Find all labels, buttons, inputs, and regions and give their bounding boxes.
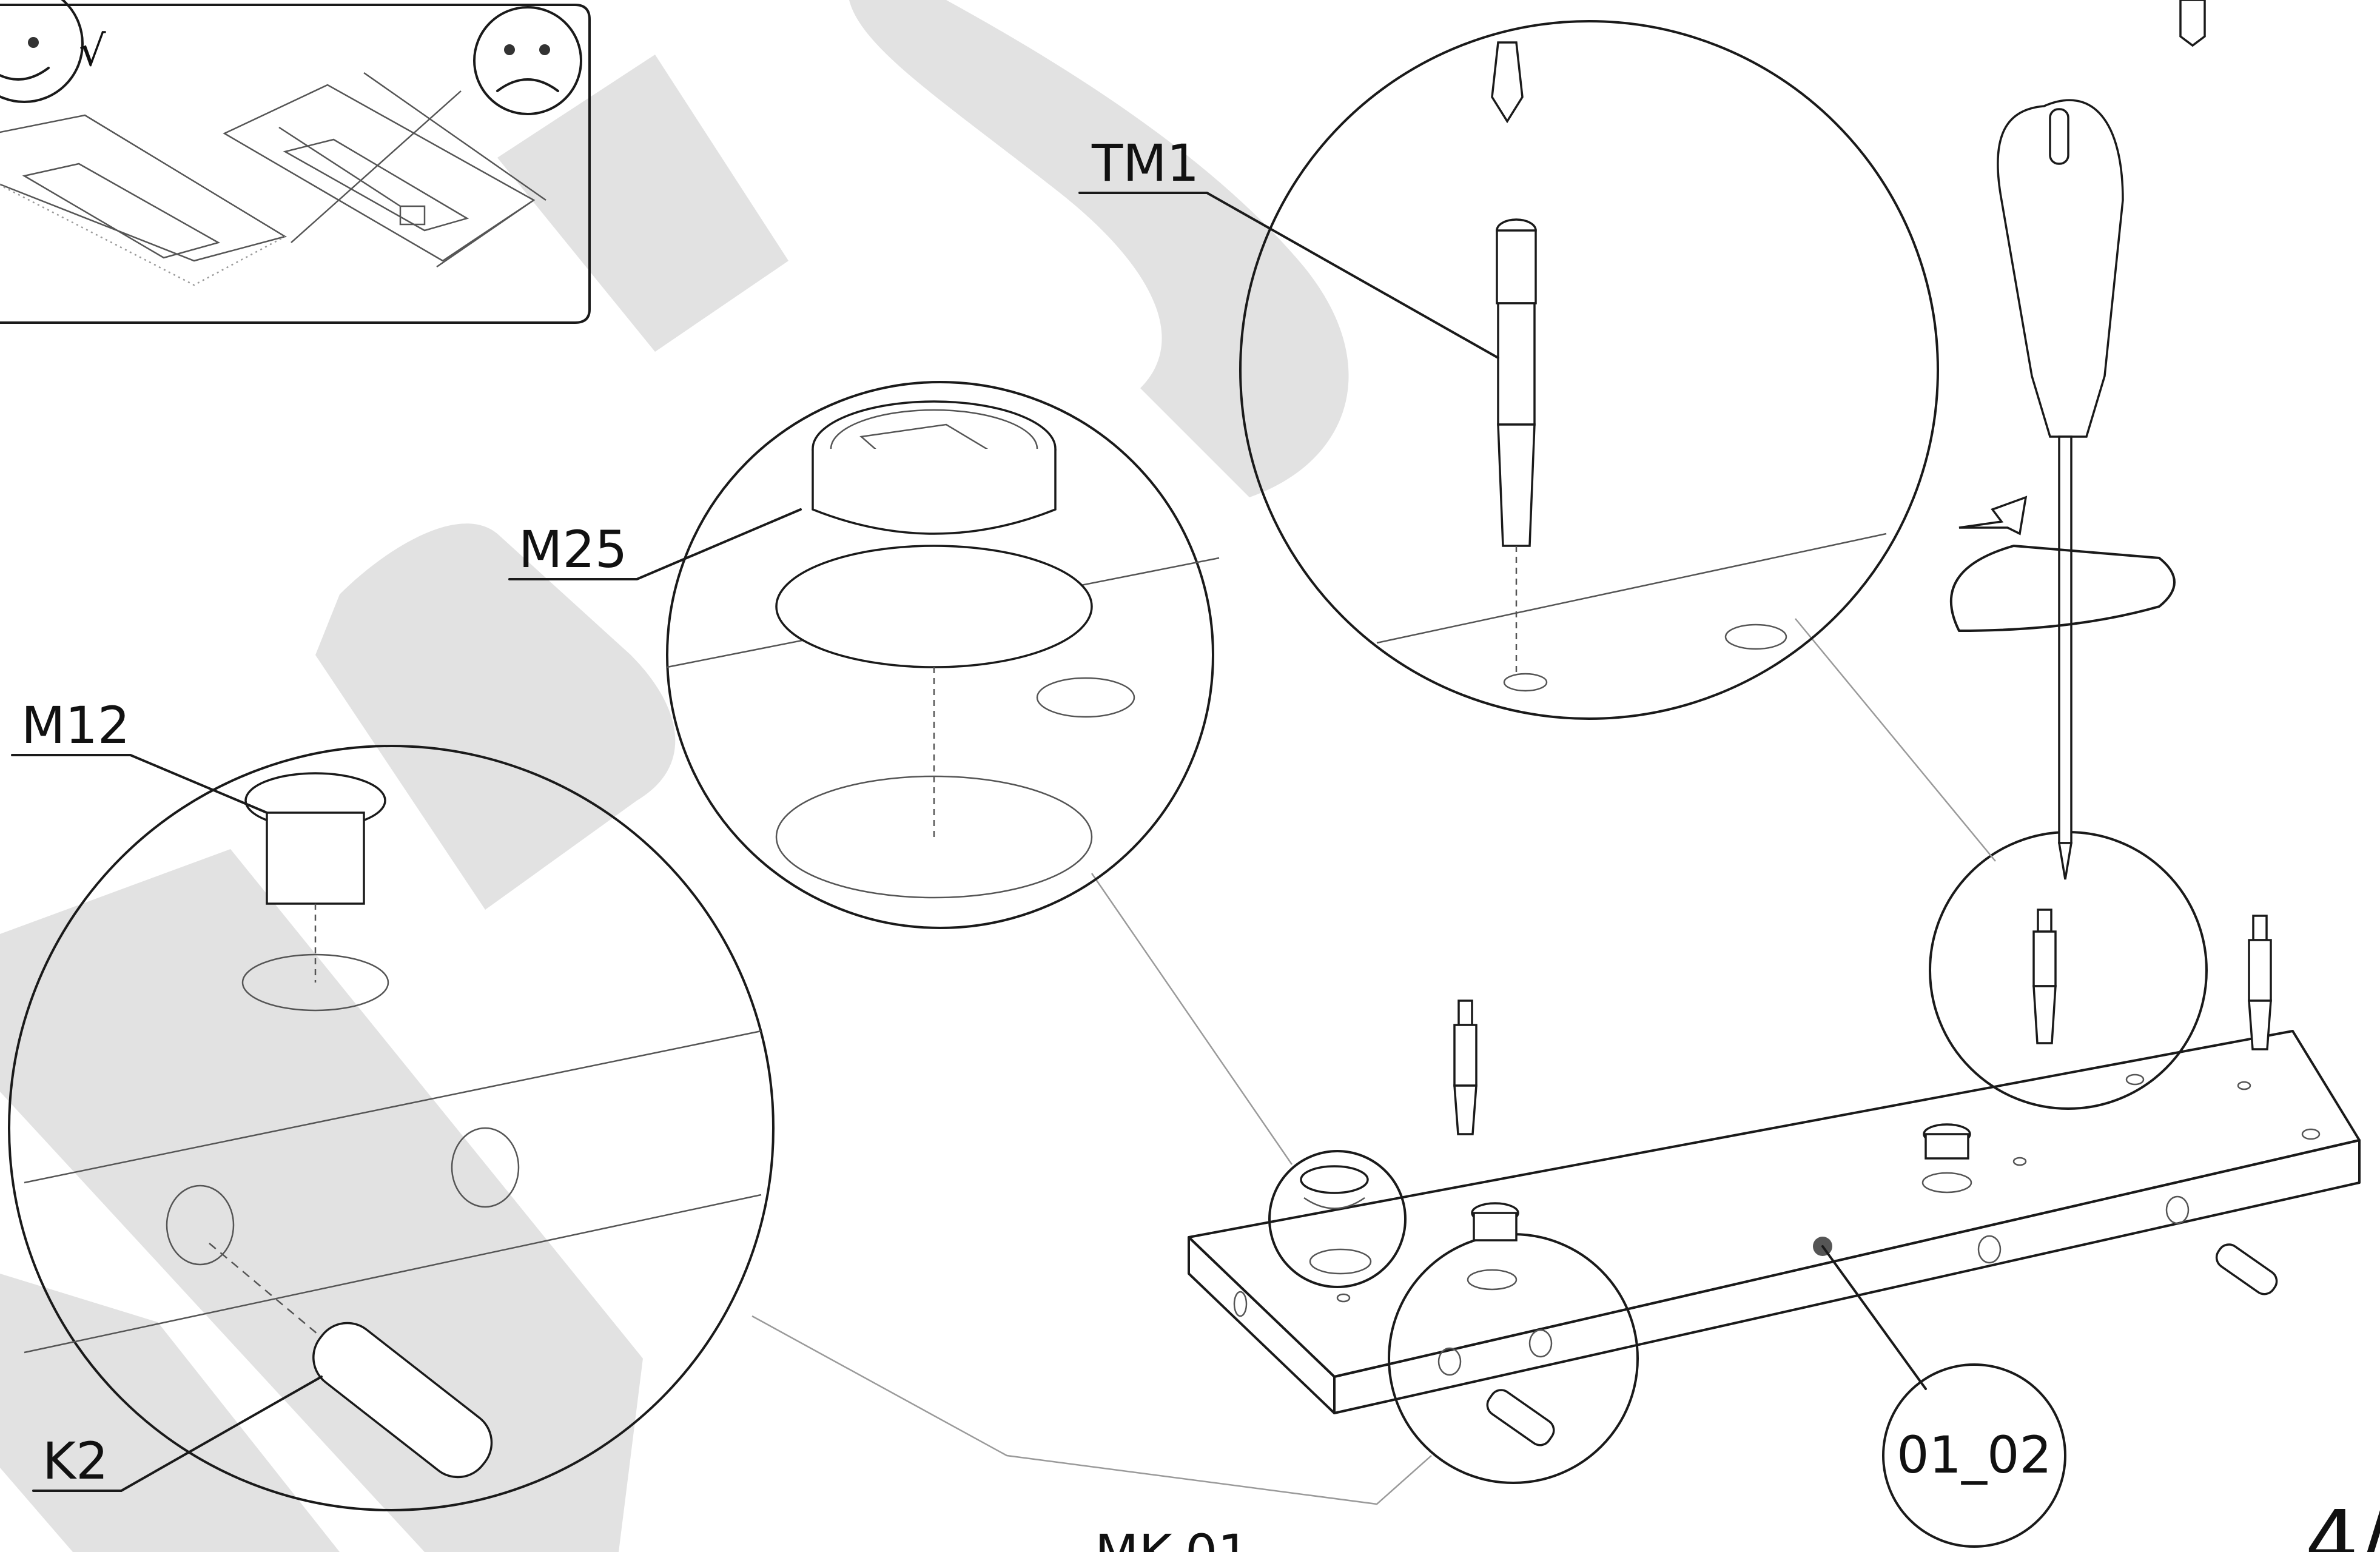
dowel-right [2215, 1243, 2278, 1295]
bad-surface-sketch [223, 72, 546, 268]
watermark [0, 0, 1349, 1552]
label-m12: M12 [11, 696, 268, 814]
smiley-icon [0, 0, 84, 103]
svg-text:M12: M12 [21, 696, 130, 755]
cam-bolt-left [1453, 999, 1477, 1135]
svg-text:K2: K2 [42, 1431, 109, 1491]
cam-lock-on-panel [1923, 1123, 1971, 1160]
cam-bolt-right [2248, 915, 2272, 1050]
page-number: 4/ [2305, 1493, 2380, 1552]
screwdriver-icon [1949, 99, 2176, 880]
detail-circle-tm1 [1239, 20, 1939, 720]
leader-lines [751, 618, 1996, 1505]
panel-01-02 [1188, 1030, 2361, 1414]
detail-circle-m12-k2 [8, 745, 775, 1511]
label-k2: K2 [32, 1376, 323, 1492]
detail-circle-cam-small [1388, 1202, 1639, 1484]
svg-text:01_02: 01_02 [1897, 1425, 2052, 1485]
check-mark: √ [79, 26, 106, 76]
detail-circle-m25 [666, 381, 1220, 929]
label-panel-01-02: 01_02 [1882, 1363, 2066, 1548]
detail-circle-screw-small [1929, 831, 2208, 1110]
good-surface-sketch [0, 114, 287, 286]
label-m25: M25 [508, 508, 802, 580]
model-code: MK-01 [1095, 1523, 1250, 1552]
frown-icon [473, 6, 582, 115]
label-tm1: TM1 [1078, 133, 1499, 359]
svg-text:M25: M25 [519, 520, 627, 579]
svg-text:TM1: TM1 [1091, 133, 1199, 193]
bit-icon [2179, 0, 2206, 47]
work-surface-inset: √ [0, 0, 591, 324]
panel-holes [1336, 1073, 2321, 1376]
detail-circle-m25-small [1268, 1150, 1407, 1288]
